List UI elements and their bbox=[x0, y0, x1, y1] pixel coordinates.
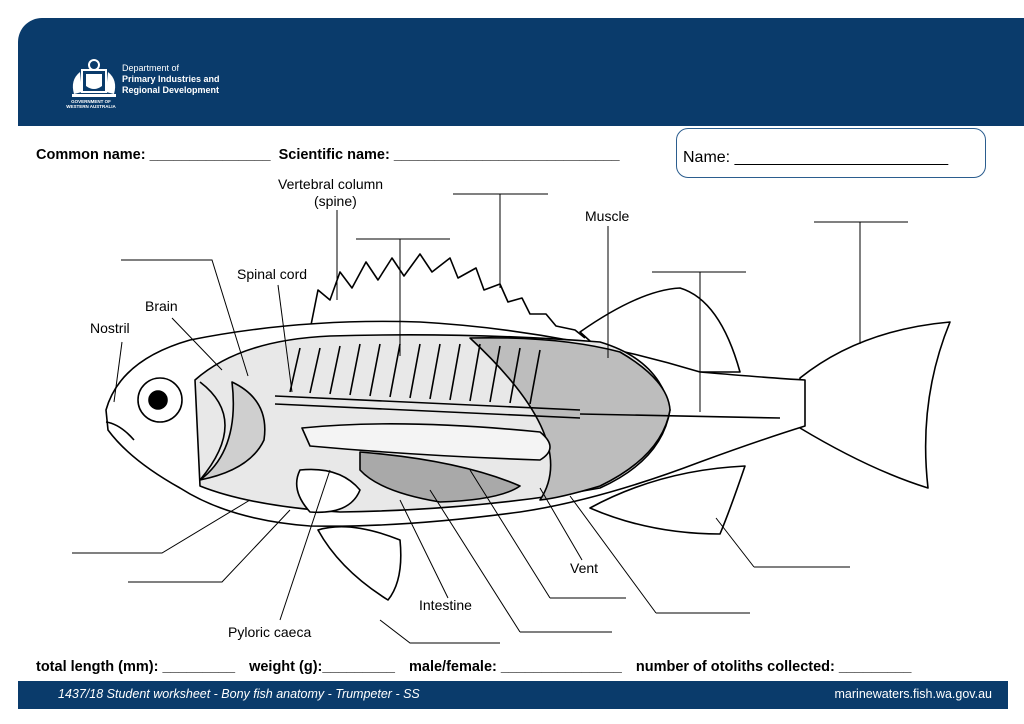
pectoral-fin bbox=[317, 525, 402, 601]
leader-vent bbox=[539, 487, 583, 561]
leader-blank-anal bbox=[715, 517, 850, 568]
leader-blank-bl1 bbox=[72, 499, 251, 554]
dorsal-fin-spiny bbox=[309, 253, 586, 339]
muscle-block bbox=[469, 336, 671, 501]
weight-field[interactable]: weight (g):_________ bbox=[249, 659, 395, 675]
gov-line-2: WESTERN AUSTRALIA bbox=[66, 104, 116, 109]
anal-fin bbox=[589, 465, 746, 535]
leader-spinal bbox=[277, 284, 293, 393]
gov-line-1: GOVERNMENT OF bbox=[71, 99, 111, 104]
leader-blank-bl2 bbox=[128, 509, 291, 583]
caudal-fin bbox=[799, 321, 951, 489]
leader-blank-b2 bbox=[429, 489, 612, 633]
footer-website: marinewaters.fish.wa.gov.au bbox=[834, 687, 992, 701]
label-intestine: Intestine bbox=[419, 597, 472, 613]
student-name-field[interactable]: Name: ________________________ bbox=[683, 149, 949, 166]
label-nostril: Nostril bbox=[90, 320, 130, 336]
label-muscle: Muscle bbox=[585, 208, 630, 224]
leader-blank-tail bbox=[814, 221, 908, 344]
leader-blank-top1 bbox=[453, 193, 548, 288]
measurement-fields: total length (mm): _________ weight (g):… bbox=[36, 659, 921, 675]
sex-field[interactable]: male/female: _______________ bbox=[408, 659, 622, 675]
common-name-field[interactable]: Common name: _______________ bbox=[36, 147, 271, 163]
footer-worksheet-title: 1437/18 Student worksheet - Bony fish an… bbox=[58, 687, 420, 701]
student-name-box[interactable]: Name: ________________________ bbox=[676, 128, 986, 178]
leader-nostril bbox=[113, 341, 123, 403]
ribs bbox=[289, 343, 541, 405]
label-spinal-cord: Spinal cord bbox=[237, 266, 308, 282]
gills bbox=[199, 381, 266, 481]
mouth bbox=[105, 421, 135, 441]
label-vertebral-1: Vertebral column bbox=[278, 176, 384, 192]
header-banner bbox=[18, 18, 1024, 126]
government-caption: GOVERNMENT OF WESTERN AUSTRALIA bbox=[62, 99, 120, 109]
leader-blank-top2 bbox=[356, 238, 450, 356]
liver bbox=[295, 468, 361, 514]
dept-line-3: Regional Development bbox=[122, 85, 220, 95]
scientific-name-field[interactable]: Scientific name: _______________________… bbox=[278, 147, 620, 163]
operculum bbox=[199, 381, 226, 481]
stomach bbox=[359, 451, 521, 503]
vertebral-column-line bbox=[274, 395, 581, 419]
dept-line-1: Department of bbox=[122, 63, 180, 73]
total-length-field[interactable]: total length (mm): _________ bbox=[36, 659, 236, 675]
leader-blank-top3 bbox=[652, 271, 746, 412]
swim-bladder bbox=[301, 423, 551, 461]
lateral-line bbox=[579, 413, 781, 419]
leader-blank-b1 bbox=[379, 619, 500, 644]
dept-line-2: Primary Industries and bbox=[122, 74, 220, 84]
footer-bar: 1437/18 Student worksheet - Bony fish an… bbox=[18, 681, 1008, 709]
label-pyloric-caeca: Pyloric caeca bbox=[228, 624, 312, 640]
leader-intestine bbox=[399, 499, 449, 599]
leader-blank-b4 bbox=[569, 495, 750, 614]
wa-government-crest-icon bbox=[72, 59, 116, 97]
species-fields: Common name: _______________ Scientific … bbox=[36, 147, 624, 163]
leader-pyloric bbox=[279, 469, 331, 621]
leader-blank-left bbox=[121, 259, 249, 377]
leader-brain bbox=[171, 317, 223, 371]
leader-blank-b3 bbox=[469, 469, 626, 599]
label-vertebral-2: (spine) bbox=[314, 193, 357, 209]
label-vent: Vent bbox=[570, 560, 599, 576]
label-brain: Brain bbox=[145, 298, 178, 314]
department-name: Department of Primary Industries and Reg… bbox=[122, 63, 220, 96]
pupil bbox=[148, 390, 168, 410]
otoliths-field[interactable]: number of otoliths collected: _________ bbox=[635, 659, 912, 675]
